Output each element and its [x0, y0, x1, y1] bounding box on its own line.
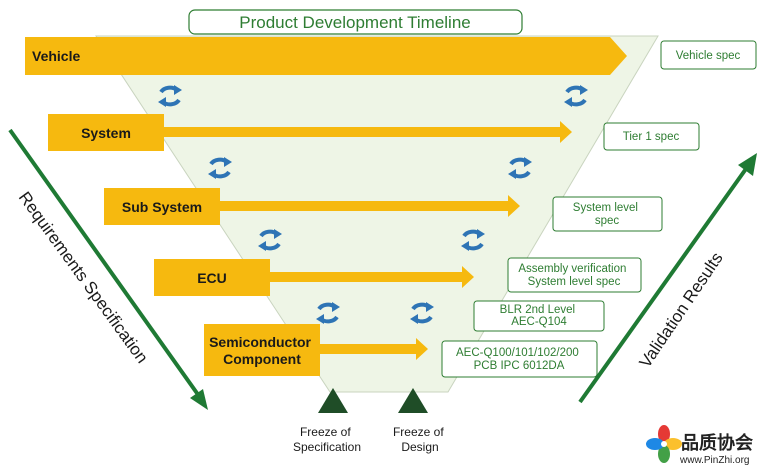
spec-vehicle: Vehicle spec	[676, 50, 741, 62]
level-ecu-box	[154, 259, 270, 296]
spec-box-system	[603, 122, 700, 151]
triangle-marker-icon	[318, 388, 348, 413]
refresh-cycle-icon	[316, 302, 340, 324]
level-system-arrow	[164, 121, 572, 143]
level-vehicle-label: Vehicle	[32, 48, 80, 64]
watermark-url: www.PinZhi.org	[679, 455, 749, 466]
validation-arrow-line	[578, 164, 750, 404]
milestone-freeze-specification: Freeze of Specification	[293, 425, 361, 454]
level-subsystem-box	[104, 188, 220, 225]
title-box	[188, 9, 523, 35]
level-semiconductor-box	[204, 324, 320, 376]
refresh-cycle-icon	[564, 85, 588, 107]
triangle-marker-icon	[398, 388, 428, 413]
validation-results-label: Validation Results	[636, 249, 727, 371]
level-semiconductor-label: Semiconductor Component	[209, 334, 315, 367]
level-system-box	[48, 114, 164, 151]
spec-tier1: Tier 1 spec	[623, 131, 680, 143]
spec-blr: BLR 2nd Level AEC-Q104	[500, 304, 579, 328]
spec-box-ecu	[507, 257, 642, 293]
level-ecu-label: ECU	[197, 270, 227, 286]
validation-arrowhead-icon	[738, 153, 757, 176]
refresh-cycle-icon	[461, 229, 485, 251]
refresh-cycle-icon	[158, 85, 182, 107]
level-subsystem-label: Sub System	[122, 199, 202, 215]
refresh-cycle-icon	[208, 157, 232, 179]
diagram-title: Product Development Timeline	[239, 13, 471, 32]
spec-box-semiconductor	[473, 300, 605, 332]
refresh-cycle-icon	[258, 229, 282, 251]
requirements-arrow-line	[8, 128, 201, 398]
level-system-label: System	[81, 125, 131, 141]
spec-box-subsystem	[552, 196, 663, 232]
level-vehicle-arrow	[25, 37, 627, 75]
watermark-name: 品质协会	[681, 432, 753, 454]
spec-box-vehicle	[660, 40, 757, 70]
spec-box-aec	[441, 340, 598, 378]
milestone-freeze-design: Freeze of Design	[393, 425, 447, 454]
pinzhi-logo-icon	[646, 425, 682, 463]
refresh-cycle-icon	[508, 157, 532, 179]
refresh-cycle-icon	[410, 302, 434, 324]
level-semiconductor-arrow	[320, 338, 428, 360]
level-subsystem-arrow	[220, 195, 520, 217]
requirements-arrowhead-icon	[190, 389, 208, 410]
level-ecu-arrow	[270, 266, 474, 288]
spec-system-level: System level spec	[573, 202, 641, 227]
spec-assembly-verification: Assembly verification System level spec	[518, 263, 629, 288]
spec-aec-q100: AEC-Q100/101/102/200 PCB IPC 6012DA	[456, 347, 582, 372]
